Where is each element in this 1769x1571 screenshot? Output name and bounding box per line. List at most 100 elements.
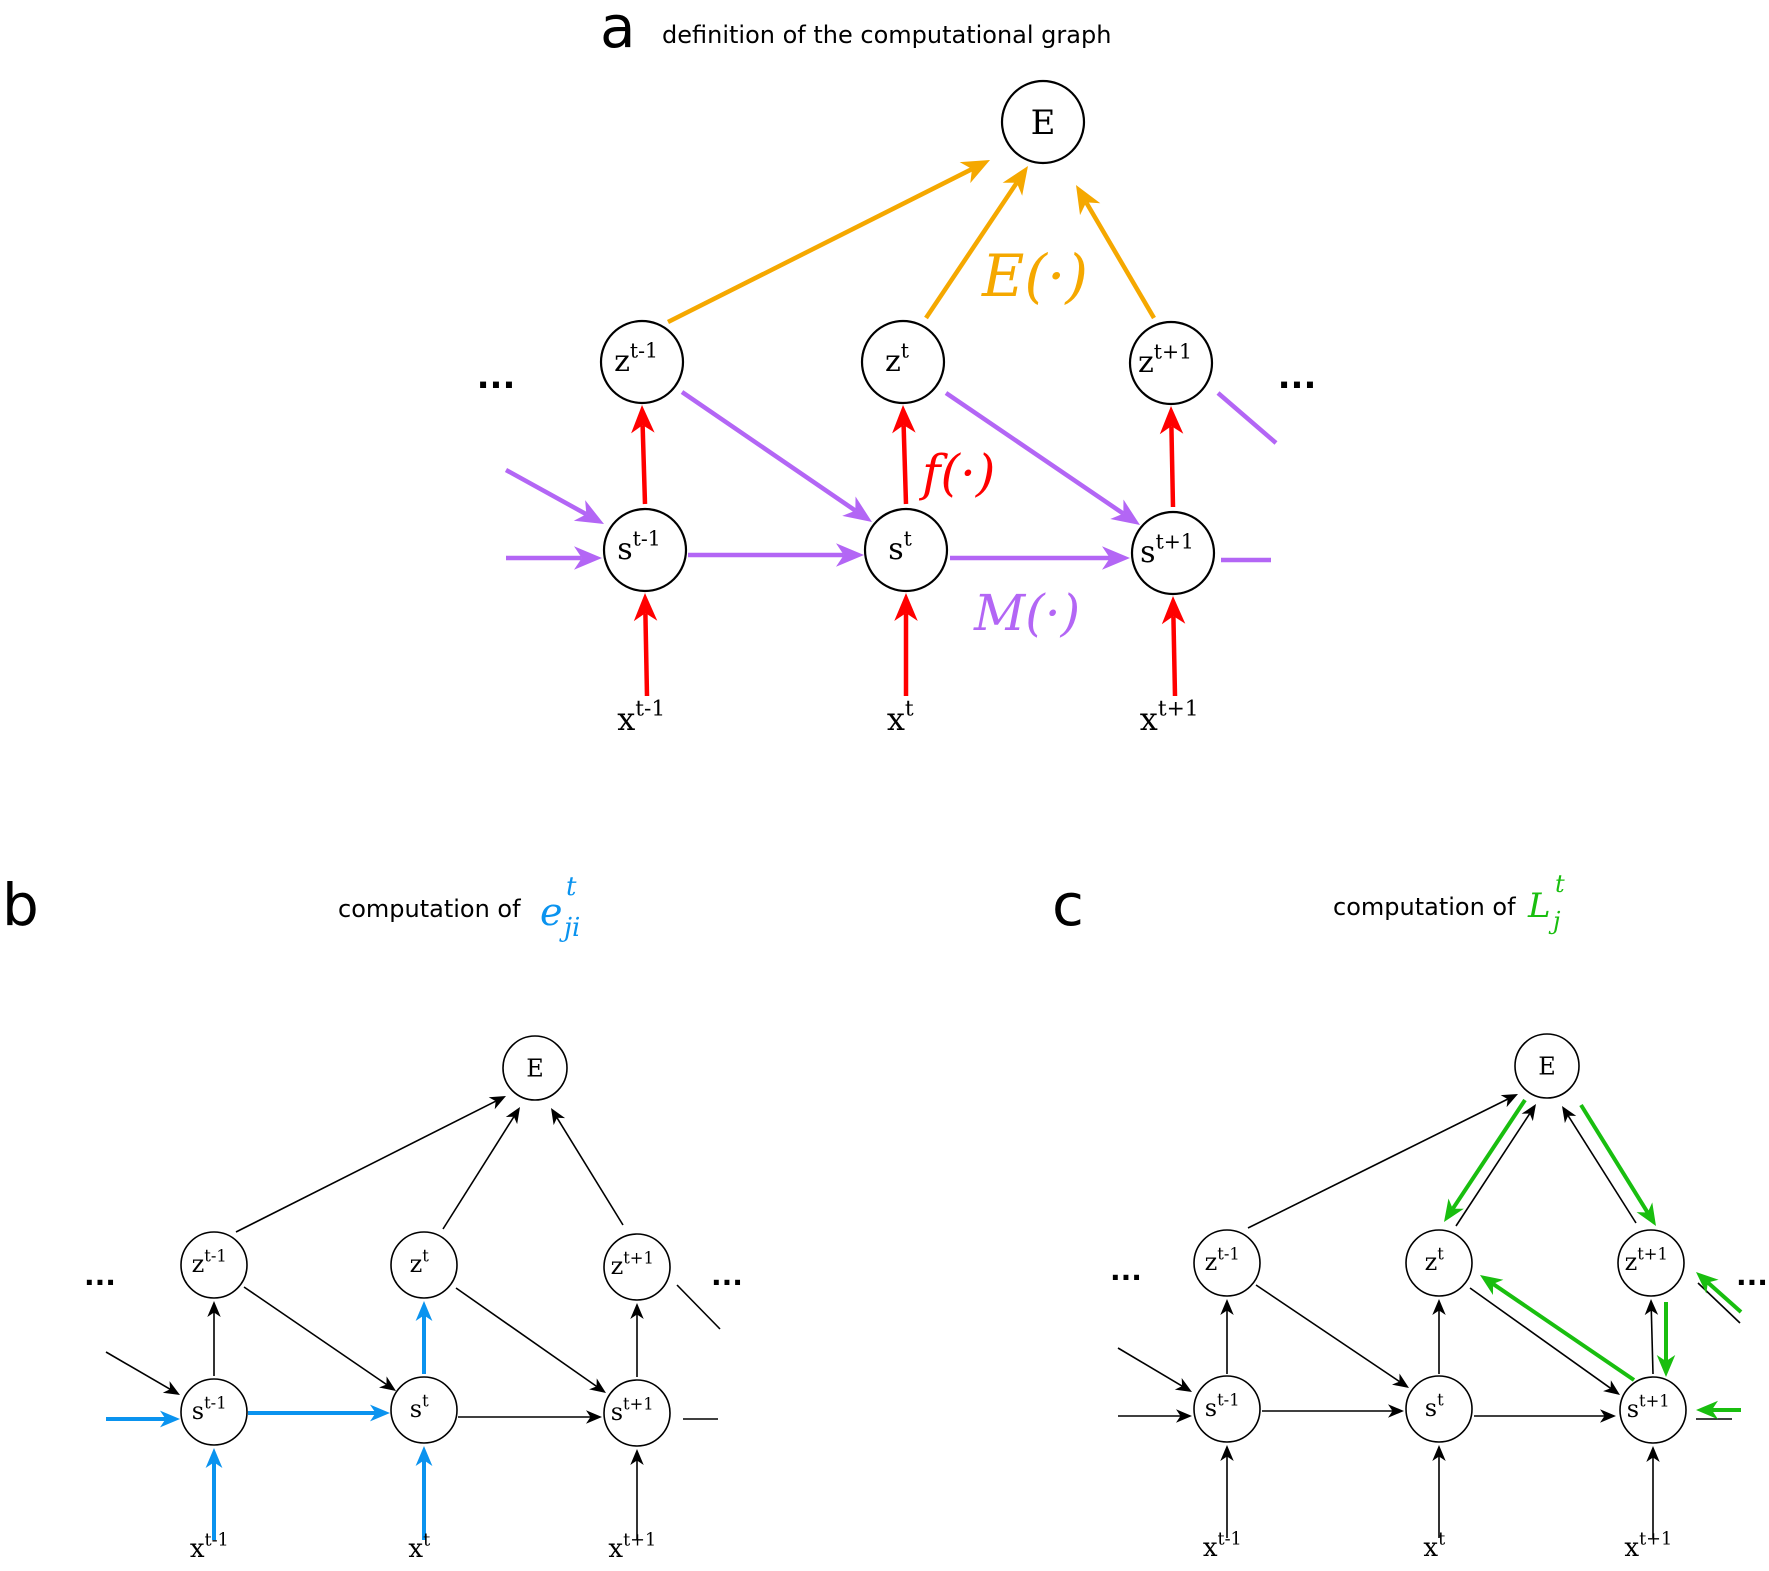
node-z-cur: zt [1405,1229,1473,1297]
function-label-M: M(·) [973,584,1080,642]
input-x-next: xt+1 [1624,1529,1672,1563]
panel-b-symbol: e t ji [540,872,580,943]
arrowhead [1600,1409,1616,1423]
node-circle [180,1378,248,1446]
node-z-next: zt+1 [603,1233,671,1301]
edge-z-next-to-E [1076,185,1156,320]
edge-s-prev-to-s-cur [688,543,864,567]
node-label: zt+1 [1625,1244,1668,1276]
node-circle [1130,510,1216,596]
edge-x-cur-to-s-cur [415,1446,433,1540]
node-circle [502,1035,568,1101]
edge-in-horiz [506,546,602,570]
edge-x-to-s-0 [633,593,658,697]
input-x-next: xt+1 [1140,697,1199,738]
node-circle [1193,1375,1261,1443]
node-label: zt [885,339,910,380]
panel-b-letter: b [2,871,39,939]
arrowhead [630,1303,644,1319]
input-x-prev: xt-1 [190,1530,229,1564]
node-s-next: st+1 [1130,510,1216,596]
node-circle [390,1231,458,1299]
arrowhead [1220,1299,1234,1315]
node-label: st [1425,1390,1444,1422]
arrowhead [1500,1094,1518,1108]
arrowhead [1076,185,1101,216]
arrowhead [207,1301,221,1317]
input-x-cur: xt [1423,1529,1445,1563]
node-label: zt+1 [611,1248,654,1280]
grad-z-next-to-s-next [1656,1302,1676,1377]
node-label: zt-1 [614,339,658,380]
arrowhead [1656,1355,1676,1377]
node-E: E [1514,1033,1580,1099]
panel-c-title: computation of [1333,893,1516,921]
edge-x-prev-to-s-prev [1220,1445,1234,1538]
panel-c-symbol: L t j [1527,870,1565,935]
edge-x-cur-to-s-cur [1432,1445,1446,1538]
arrowhead [1161,596,1186,625]
node-s-next: st+1 [1619,1376,1687,1444]
ellipsis-right: ... [1278,357,1317,397]
node-E: E [1000,79,1086,165]
node-E: E [502,1035,568,1101]
arrowhead [842,496,872,522]
arrowhead [1174,1378,1192,1392]
arrowhead [573,500,604,524]
edge-z-next-to-E [1562,1106,1637,1224]
grad-in-diag [1696,1272,1743,1314]
input-x-cur: xt [408,1530,430,1564]
node-z-next: zt+1 [1128,320,1214,406]
arrowhead [1176,1409,1192,1423]
edge-s-prev-to-z-prev [207,1301,221,1376]
node-z-cur: zt [860,319,946,405]
node-circle [1617,1229,1685,1297]
edge-z-cur-to-s-next [1469,1287,1620,1395]
function-label-E: E(·) [981,242,1088,310]
node-label: st+1 [611,1394,654,1426]
edge-s-to-z-0 [631,405,655,505]
edge-s-prev-to-s-cur [248,1404,390,1422]
edge-s-prev-to-s-cur [1262,1404,1404,1418]
edge-z-prev-to-E [1247,1094,1518,1229]
node-circle [1405,1375,1473,1443]
edge-x-to-s-2 [1161,596,1186,697]
arrowhead [586,1410,602,1424]
arrowhead [1644,1299,1659,1316]
ellipsis-right: ... [1736,1259,1768,1292]
edge-x-to-s-1 [894,593,918,696]
arrowhead [1480,1275,1504,1296]
node-circle [603,1233,671,1301]
arrowhead [1696,1400,1718,1420]
node-z-prev: zt-1 [1193,1229,1261,1297]
arrowhead [1159,406,1184,435]
edge-s-next-to-z-next [630,1303,644,1377]
ellipsis-left: ... [84,1259,116,1292]
arrowhead [892,405,916,434]
arrowhead [488,1096,506,1110]
node-s-cur: st [863,507,949,593]
edge-in-diag [105,1351,180,1395]
node-label: E [1538,1052,1556,1080]
function-label-f: f(·) [918,444,995,502]
arrowhead [160,1410,180,1428]
node-label: E [526,1054,544,1082]
node-circle [180,1231,248,1299]
edge-s-to-z-2 [1159,406,1184,508]
node-label: zt-1 [192,1246,227,1278]
panel-c-letter: c [1052,871,1084,939]
node-circle [599,319,685,405]
arrowhead [589,1378,606,1393]
edge-z-prev-to-E [666,160,990,325]
grad-s-next-to-z-cur [1480,1275,1636,1382]
node-z-cur: zt [390,1231,458,1299]
input-x-cur: xt [887,697,914,738]
panel-b-title: computation of [338,895,521,923]
edge-z-cur-to-E [924,166,1028,320]
panel-a-letter: a [600,0,636,61]
edge-z-prev-to-s-cur [1255,1284,1409,1388]
grad-E-to-z-next [1579,1103,1656,1226]
